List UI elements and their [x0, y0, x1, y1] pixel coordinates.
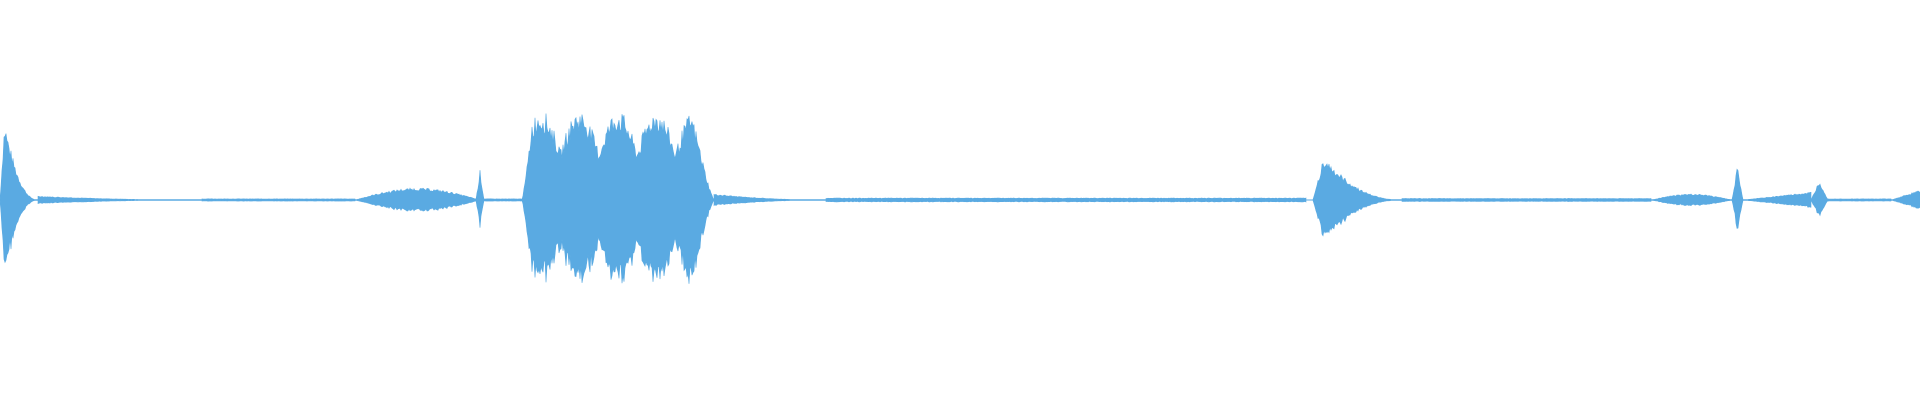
waveform-tail-1	[37, 195, 203, 205]
waveform-click-2	[1731, 168, 1744, 229]
waveform-speech-main	[521, 113, 715, 284]
waveform-quiet-5	[1827, 198, 1892, 202]
waveform-quiet-1	[201, 198, 356, 202]
waveform-tail-2	[713, 193, 827, 207]
waveform-burst-1	[0, 133, 39, 264]
waveform-quiet-3	[825, 197, 1307, 203]
waveform-rise-end	[1890, 190, 1920, 209]
waveform-murmur-1	[354, 187, 481, 212]
waveform-click-1	[475, 170, 485, 228]
waveform-quiet-4	[1401, 198, 1652, 202]
waveform-click-3	[1810, 183, 1829, 217]
waveform-burst-2	[1312, 163, 1403, 237]
waveform-murmur-3	[1742, 191, 1812, 208]
waveform-murmur-2	[1650, 193, 1733, 207]
waveform-segments	[0, 113, 1920, 284]
waveform-quiet-2	[483, 198, 523, 202]
